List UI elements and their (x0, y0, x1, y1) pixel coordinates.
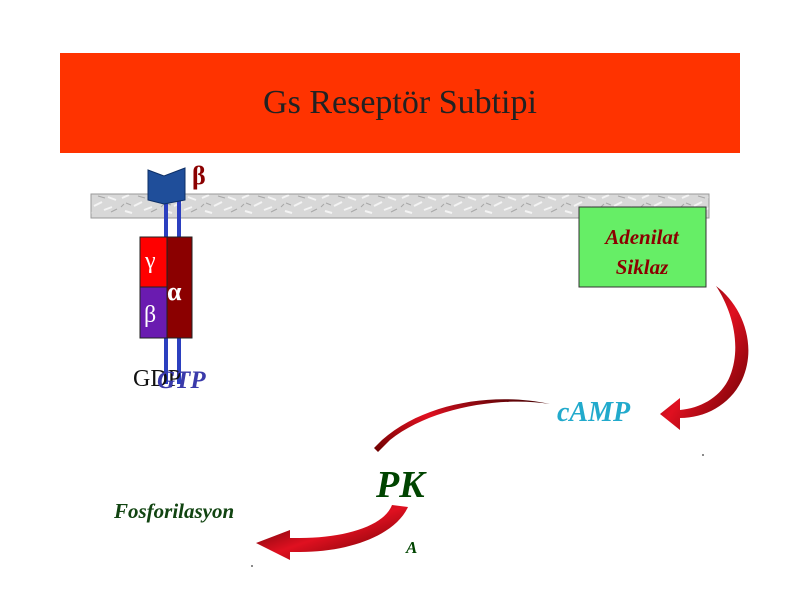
curved-arrow-enzyme-to-camp (660, 286, 749, 430)
gamma-label: γ (144, 248, 156, 274)
gdp-label: GDP (133, 366, 181, 392)
receptor-icon (147, 167, 186, 205)
title-banner: Gs Reseptör Subtipi (60, 53, 740, 153)
adenilat-label: Adenilat (603, 225, 680, 249)
page-title: Gs Reseptör Subtipi (263, 84, 537, 121)
alpha-subunit-box (166, 236, 193, 339)
speck-dot (702, 454, 704, 456)
curved-arrow-pka-to-fosforilasyon (256, 505, 408, 560)
gtp-label: GTP (157, 367, 206, 394)
speck-dot (251, 565, 253, 567)
pka-sub-label: A (405, 538, 417, 557)
curved-arrow-camp-to-pka (374, 399, 550, 452)
fosforilasyon-label: Fosforilasyon (113, 499, 234, 523)
receptor-label: β (192, 161, 206, 190)
adenilat-siklaz-box (578, 206, 707, 288)
pka-main-label: PK (375, 464, 427, 506)
beta-label: β (144, 302, 156, 328)
siklaz-label: Siklaz (616, 255, 669, 279)
alpha-label: α (167, 277, 182, 306)
camp-label: cAMP (557, 397, 631, 428)
